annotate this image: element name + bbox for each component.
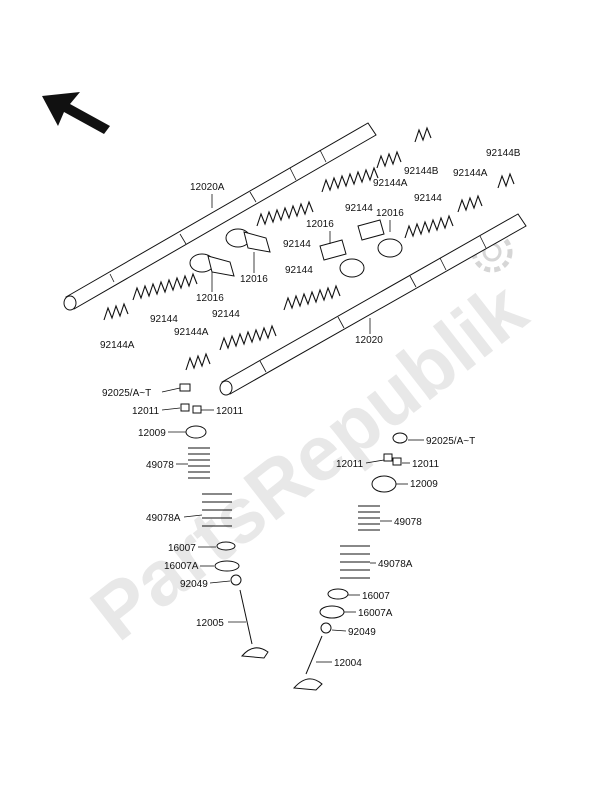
rocker-spring-left-2 — [219, 324, 277, 351]
rocker-arm-4 — [357, 219, 403, 258]
rocker-arm-2 — [225, 228, 271, 253]
label-12005: 12005 — [196, 618, 246, 629]
short-spring-2 — [185, 352, 211, 371]
label-92144A-d: 92144A — [453, 168, 488, 179]
svg-text:16007A: 16007A — [164, 561, 199, 572]
rocker-spring-mid-1 — [256, 200, 314, 227]
label-92025-right: 92025/A~T — [408, 436, 475, 447]
svg-text:12009: 12009 — [138, 428, 166, 439]
svg-text:92049: 92049 — [348, 627, 376, 638]
label-12011-right-a: 12011 — [336, 459, 385, 470]
svg-text:12020A: 12020A — [190, 182, 225, 193]
label-92144-b: 92144 — [212, 309, 240, 320]
label-49078-left: 49078 — [146, 460, 188, 471]
label-92144-c: 92144 — [283, 239, 311, 250]
label-12020A: 12020A — [190, 182, 225, 208]
svg-text:49078: 49078 — [146, 460, 174, 471]
rocker-spring-left-1 — [132, 272, 198, 301]
label-92144-f: 92144 — [414, 193, 442, 204]
watermark: PartsRepublik — [75, 264, 543, 657]
label-12020: 12020 — [355, 318, 383, 346]
direction-arrow-icon — [42, 92, 110, 134]
label-12016-a: 12016 — [196, 272, 224, 304]
label-92144-e: 92144 — [345, 203, 373, 214]
label-92144A-a: 92144A — [100, 340, 135, 351]
label-16007-left: 16007 — [168, 543, 216, 554]
label-12016-c: 12016 — [306, 219, 334, 244]
camshaft-lower — [219, 213, 527, 396]
rocker-arm-1 — [189, 253, 235, 277]
svg-text:12011: 12011 — [336, 459, 364, 470]
svg-text:92049: 92049 — [180, 579, 208, 590]
label-12011-right-b: 12011 — [402, 459, 440, 470]
label-92144B-a: 92144B — [404, 166, 439, 177]
svg-text:12011: 12011 — [216, 406, 244, 417]
rocker-spring-mid-2 — [283, 284, 341, 311]
label-12004: 12004 — [316, 658, 362, 669]
short-spring-5 — [457, 194, 483, 213]
svg-text:49078: 49078 — [394, 517, 422, 528]
valve-stack-left — [179, 383, 269, 659]
camshaft-upper — [63, 122, 377, 311]
svg-text:12016: 12016 — [306, 219, 334, 230]
svg-text:12011: 12011 — [132, 406, 160, 417]
label-49078A-right: 49078A — [370, 559, 413, 570]
svg-text:12011: 12011 — [412, 459, 440, 470]
rocker-spring-upper — [321, 166, 379, 193]
svg-text:12009: 12009 — [410, 479, 438, 490]
svg-text:49078A: 49078A — [378, 559, 413, 570]
label-49078A-left: 49078A — [146, 513, 203, 524]
label-12016-b: 12016 — [240, 252, 268, 285]
svg-text:49078A: 49078A — [146, 513, 181, 524]
label-16007-right: 16007 — [348, 591, 390, 602]
svg-text:12004: 12004 — [334, 658, 362, 669]
label-92144-a: 92144 — [150, 314, 178, 325]
short-spring-1 — [103, 302, 129, 321]
rocker-spring-right — [404, 214, 454, 239]
label-12011-left-a: 12011 — [132, 406, 181, 417]
svg-text:16007: 16007 — [168, 543, 196, 554]
label-16007A-left: 16007A — [164, 561, 214, 572]
svg-text:92025/A~T: 92025/A~T — [102, 388, 151, 399]
short-spring-6 — [497, 172, 515, 189]
svg-text:12016: 12016 — [196, 293, 224, 304]
label-12009-right: 12009 — [396, 479, 438, 490]
label-92144A-b: 92144A — [174, 327, 209, 338]
label-12016-d: 12016 — [376, 208, 404, 232]
svg-text:12020: 12020 — [355, 335, 383, 346]
label-92144-d: 92144 — [285, 265, 313, 276]
label-16007A-right: 16007A — [344, 608, 393, 619]
label-49078-right: 49078 — [380, 517, 422, 528]
svg-text:16007A: 16007A — [358, 608, 393, 619]
label-92049-right: 92049 — [331, 627, 376, 638]
svg-text:12016: 12016 — [376, 208, 404, 219]
short-spring-4 — [414, 126, 432, 143]
short-spring-3 — [376, 150, 402, 169]
svg-text:12005: 12005 — [196, 618, 224, 629]
label-12011-left-b: 12011 — [201, 406, 244, 417]
watermark-text: PartsRepublik — [75, 264, 543, 657]
svg-text:92025/A~T: 92025/A~T — [426, 436, 475, 447]
valve-stack-right — [292, 432, 408, 691]
label-92144B-b: 92144B — [486, 148, 521, 159]
label-92049-left: 92049 — [180, 579, 231, 590]
svg-text:12016: 12016 — [240, 274, 268, 285]
label-92144A-c: 92144A — [373, 178, 408, 189]
label-12009-left: 12009 — [138, 428, 186, 439]
svg-text:16007: 16007 — [362, 591, 390, 602]
label-92025-left: 92025/A~T — [102, 387, 181, 399]
rocker-arm-3 — [319, 239, 365, 278]
